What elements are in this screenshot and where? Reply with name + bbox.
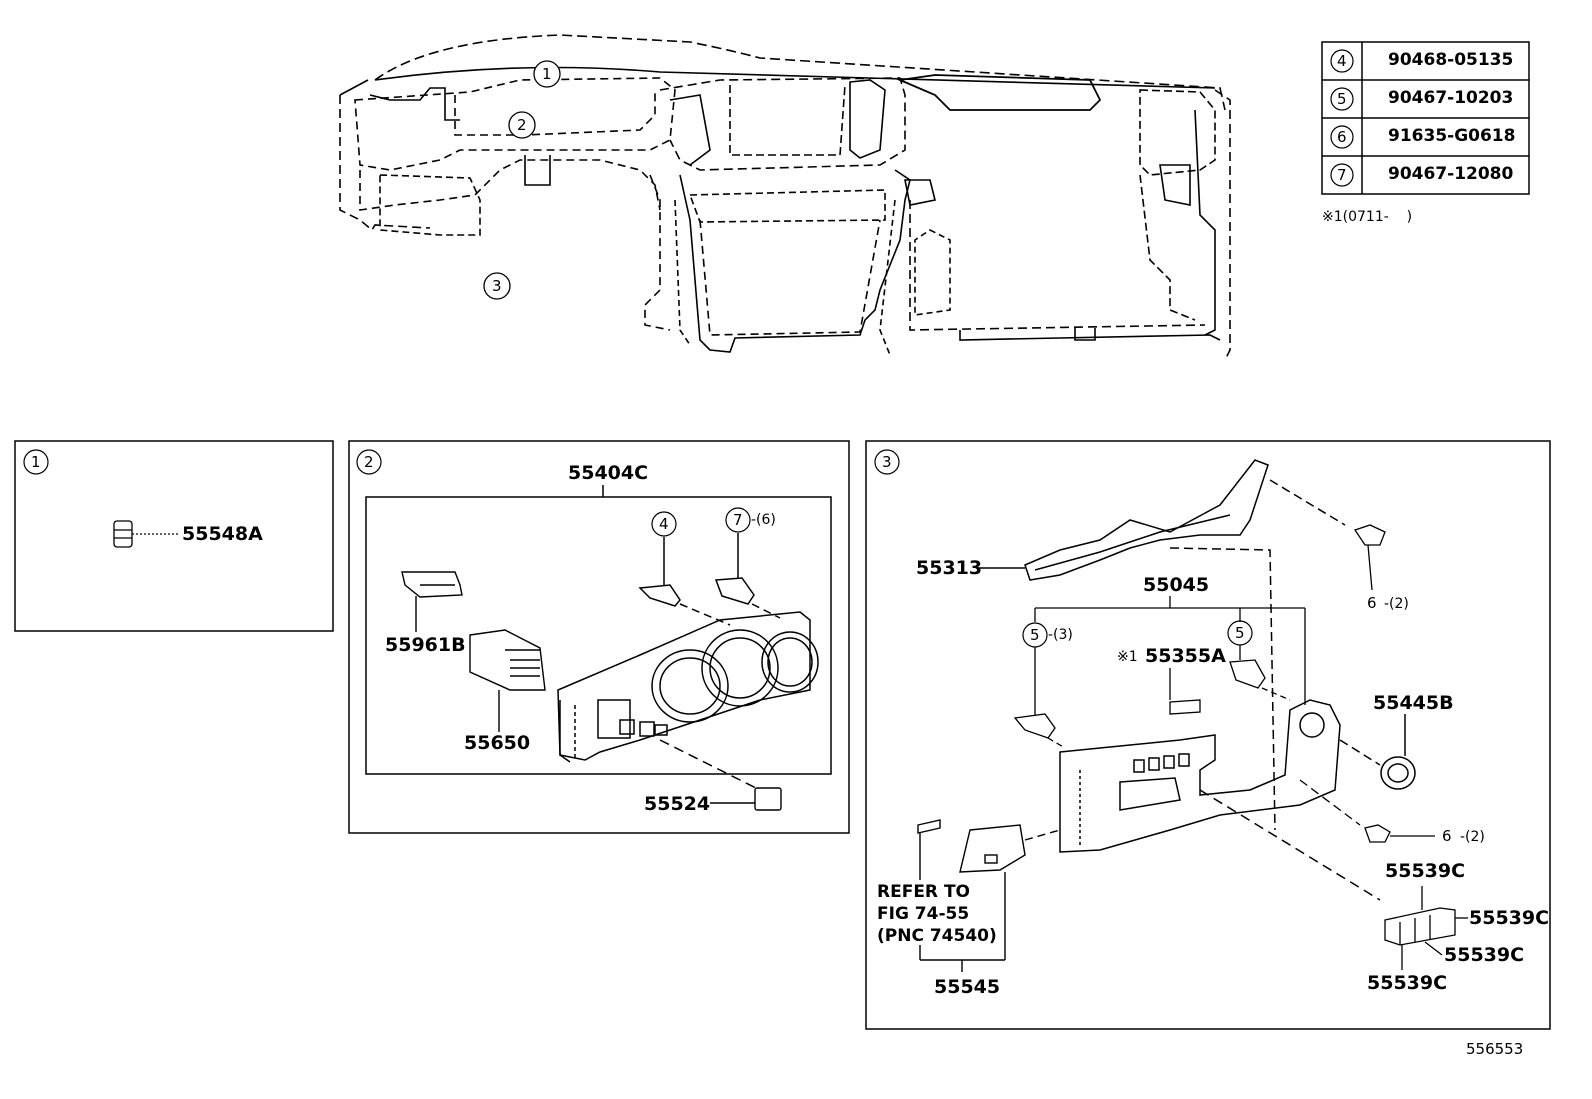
refer-line-1: REFER TO	[877, 882, 970, 902]
panel-3-callout-5a-qty: -(3)	[1048, 627, 1073, 643]
part-label-55524: 55524	[644, 793, 711, 815]
part-55961B-drawing	[401, 571, 463, 632]
bracket-tree-55045	[1034, 596, 1306, 705]
ring-55445B-drawing	[1380, 714, 1416, 790]
part-label-55404C: 55404C	[568, 462, 649, 484]
part-label-55548A: 55548A	[182, 523, 263, 545]
overview-callout-3-label: 3	[492, 277, 502, 295]
dashboard-overview	[339, 34, 1231, 361]
part-label-55355A-prefix: ※1	[1117, 649, 1138, 665]
panel-3-callout-6a: 6	[1367, 594, 1377, 612]
lower-panel-55045-drawing	[1059, 699, 1381, 901]
footnote: ※1(0711- )	[1322, 209, 1413, 225]
overview-callout-1	[533, 60, 561, 88]
overview-callout-2	[508, 111, 536, 139]
panel-3-callout-6b-qty: -(2)	[1460, 829, 1485, 845]
lid-55545-drawing	[917, 819, 1061, 972]
panel-3-id: 3	[882, 453, 892, 471]
callout-table	[1321, 41, 1530, 195]
part-label-55961B: 55961B	[385, 634, 466, 656]
clips-5-drawing	[1013, 620, 1291, 749]
overview-callout-3	[483, 272, 511, 300]
panel-2-callout-4: 4	[659, 515, 669, 533]
table-key-6: 6	[1337, 128, 1347, 146]
table-part-7: 90467-12080	[1388, 164, 1514, 184]
part-label-55539C-mid: 55539C	[1444, 944, 1525, 966]
cluster-panel-drawing	[557, 507, 819, 791]
part-label-55313: 55313	[916, 557, 983, 579]
panel-2-callout-7-qty: -(6)	[751, 512, 776, 528]
panel-1-id: 1	[31, 453, 41, 471]
panel-3-callout-5a: 5	[1030, 626, 1040, 644]
panel-2-frame	[348, 440, 850, 834]
part-clip-55548A-drawing	[113, 520, 180, 548]
panel-3-callout-5b: 5	[1235, 624, 1245, 642]
part-55524-drawing	[710, 787, 782, 811]
table-part-5: 90467-10203	[1388, 88, 1514, 108]
panel-3-frame	[865, 440, 1551, 1030]
panel-2-id: 2	[364, 453, 374, 471]
overview-callout-1-label: 1	[542, 65, 552, 83]
overview-callout-2-label: 2	[517, 116, 527, 134]
part-label-55045: 55045	[1143, 574, 1210, 596]
refer-line-2: FIG 74-55	[877, 904, 970, 924]
clips-55539C-drawing	[1384, 886, 1468, 970]
table-key-4: 4	[1337, 52, 1347, 70]
part-label-55539C-bottom: 55539C	[1367, 972, 1448, 994]
panel-3-callout-6b: 6	[1442, 827, 1452, 845]
table-part-6: 91635-G0618	[1388, 126, 1516, 146]
screw-lower-drawing	[1299, 779, 1435, 843]
table-key-5: 5	[1337, 90, 1347, 108]
panel-1-frame	[14, 440, 334, 632]
part-label-55445B: 55445B	[1373, 692, 1454, 714]
screw-upper-drawing	[1353, 524, 1386, 591]
diagram-id: 556553	[1466, 1040, 1524, 1058]
panel-2-callout-7: 7	[733, 511, 743, 529]
part-55313-bracket-drawing	[976, 459, 1346, 831]
part-label-55650: 55650	[464, 732, 531, 754]
panel-3-callout-6a-qty: -(2)	[1384, 596, 1409, 612]
part-label-55545: 55545	[934, 976, 1001, 998]
table-part-4: 90468-05135	[1388, 50, 1514, 70]
part-label-55539C-right: 55539C	[1469, 907, 1550, 929]
part-55650-vent-drawing	[469, 629, 546, 732]
part-label-55355A: 55355A	[1145, 645, 1226, 667]
refer-line-3: (PNC 74540)	[877, 926, 997, 946]
table-key-7: 7	[1337, 166, 1347, 184]
part-label-55539C-top: 55539C	[1385, 860, 1466, 882]
